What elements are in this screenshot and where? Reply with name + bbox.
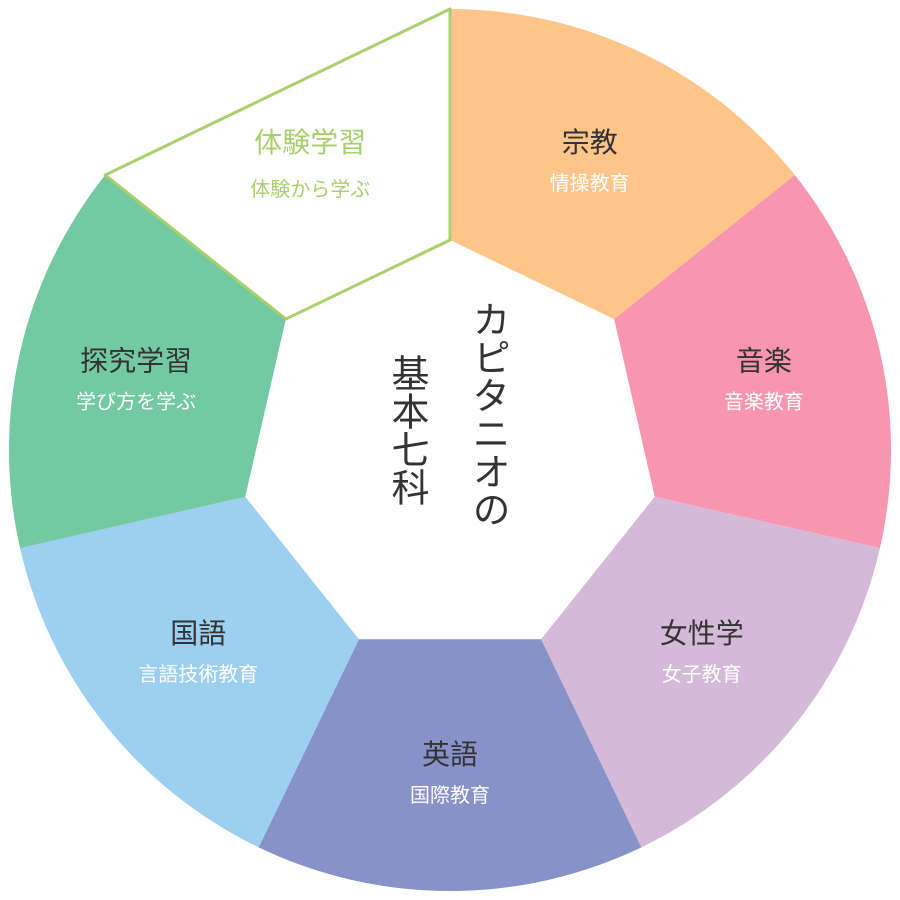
segments-layer [9, 7, 891, 891]
segment-subtitle-religion: 情操教育 [550, 171, 630, 195]
segment-subtitle-music: 音楽教育 [724, 389, 804, 413]
segment-inquiry [9, 175, 286, 549]
segment-experience [103, 7, 452, 321]
segment-title-japanese: 国語 [170, 617, 226, 650]
segment-subtitle-inquiry: 学び方を学ぶ [76, 389, 196, 413]
segment-subtitle-japanese: 言語技術教育 [138, 662, 258, 686]
segment-english [258, 639, 642, 891]
segment-religion [450, 9, 795, 320]
segment-title-experience: 体験学習 [254, 126, 366, 159]
segment-title-inquiry: 探究学習 [80, 344, 192, 377]
center-text-group: カピタニオの 基本七科 [385, 300, 510, 528]
segment-title-music: 音楽 [736, 344, 792, 377]
segment-title-english: 英語 [422, 738, 478, 771]
center-line-1: カピタニオの [466, 300, 510, 528]
segment-subtitle-english: 国際教育 [410, 783, 490, 807]
segment-japanese [20, 496, 359, 848]
segment-subtitle-experience: 体験から学ぶ [250, 177, 370, 201]
segment-title-women: 女性学 [660, 617, 744, 650]
segment-title-religion: 宗教 [562, 126, 618, 159]
segment-women [541, 496, 880, 848]
segment-music [614, 175, 891, 549]
center-line-2: 基本七科 [385, 354, 429, 506]
segment-subtitle-women: 女子教育 [662, 662, 742, 686]
